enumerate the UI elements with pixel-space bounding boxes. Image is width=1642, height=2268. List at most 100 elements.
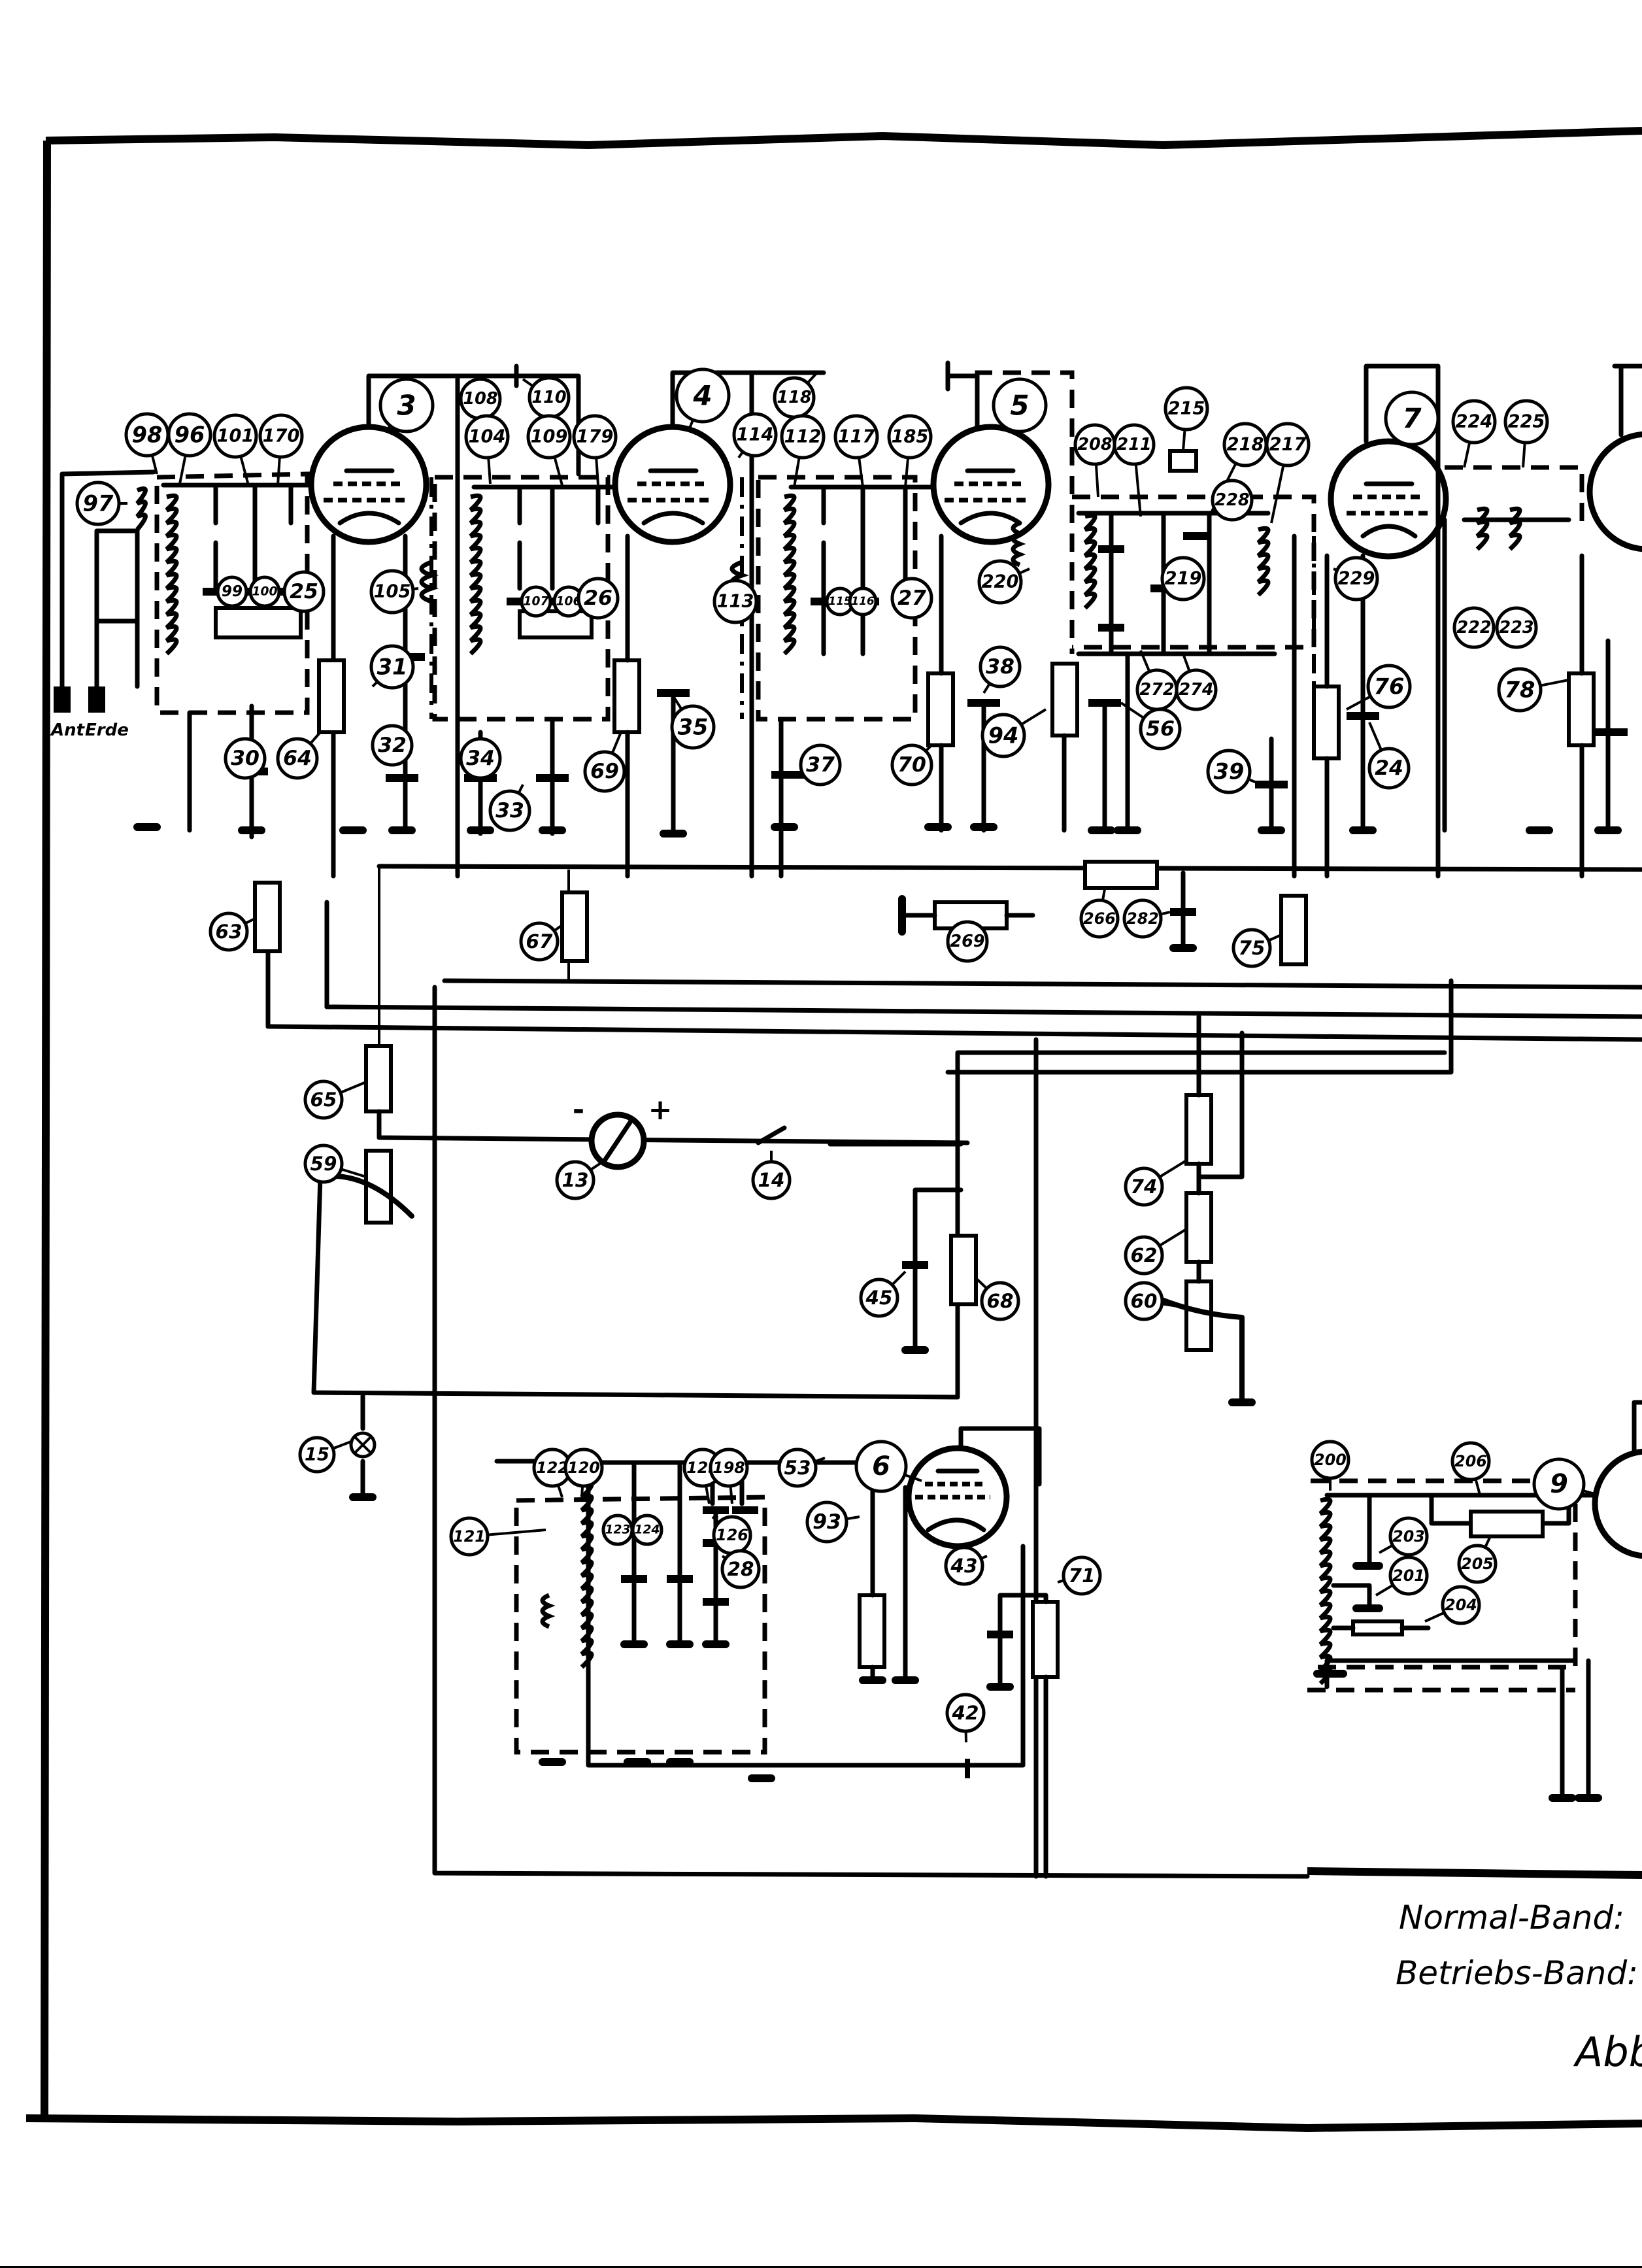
- label-circle: [1079, 898, 1120, 939]
- label-text: 26: [584, 586, 612, 610]
- label-circle: [303, 1079, 344, 1120]
- leader-line: [1368, 722, 1383, 751]
- label-circle: [248, 575, 281, 608]
- component-ref-35: 35: [670, 695, 716, 750]
- label-circle: [1441, 1585, 1481, 1625]
- label-circle: [1450, 1441, 1491, 1481]
- label-text: 105: [374, 582, 411, 602]
- leader-line: [1270, 464, 1285, 524]
- label-text: 116: [851, 595, 875, 608]
- component-ref-170: 170: [258, 413, 304, 486]
- label-text: 6: [872, 1451, 890, 1481]
- label-text: 266: [1083, 909, 1116, 928]
- component-ref-65: 65: [303, 1079, 367, 1120]
- label-text: 24: [1375, 756, 1403, 780]
- label-text: 220: [982, 572, 1019, 592]
- component-ref-37: 37: [799, 743, 842, 787]
- label-text: 204: [1445, 1596, 1477, 1614]
- label-circle: [583, 750, 626, 793]
- resistor-75: [1279, 894, 1308, 966]
- component-ref-109: 109: [526, 414, 572, 486]
- label-circle: [780, 414, 826, 460]
- crystal-215: [1168, 449, 1198, 473]
- label-circle: [945, 1693, 986, 1733]
- stage-input-rf: Ant Erde: [50, 373, 460, 879]
- label-text: 97: [83, 491, 114, 516]
- label-circle: [1211, 479, 1254, 522]
- label-text: 60: [1131, 1290, 1158, 1312]
- component-ref-75: 75: [1232, 928, 1282, 968]
- component-ref-211: 211: [1113, 423, 1156, 517]
- component-ref-113: 113: [712, 579, 758, 624]
- component-ref-208: 208: [1073, 423, 1116, 498]
- label-text: 74: [1131, 1176, 1158, 1198]
- component-ref-39: 39: [1206, 749, 1262, 794]
- leader-line: [1375, 1583, 1394, 1597]
- label-circle: [1139, 707, 1182, 751]
- label-text: 112: [784, 427, 822, 447]
- potentiometer-60[interactable]: [1184, 1279, 1213, 1352]
- component-ref-33: 33: [488, 784, 531, 832]
- component-ref-24: 24: [1367, 722, 1411, 790]
- label-text: 205: [1461, 1555, 1494, 1573]
- resistor-69: [612, 658, 641, 734]
- leader-line: [846, 1515, 860, 1521]
- leader-line: [276, 456, 281, 486]
- component-ref-126: 126: [711, 1515, 752, 1555]
- label-text: 229: [1338, 569, 1375, 589]
- leader-line: [332, 1440, 352, 1450]
- label-text: 118: [777, 388, 811, 407]
- component-ref-224: 224: [1451, 399, 1497, 468]
- label-text: 64: [283, 747, 312, 770]
- label-text: 30: [231, 747, 260, 770]
- label-text: 222: [1456, 618, 1491, 637]
- label-circle: [1367, 747, 1411, 790]
- switch-14[interactable]: [756, 1125, 787, 1145]
- label-text: 198: [712, 1459, 745, 1477]
- component-ref-107: 107: [520, 585, 552, 618]
- label-circle: [1062, 1555, 1102, 1596]
- if-filter: [1011, 449, 1316, 834]
- label-circle: [1164, 386, 1209, 432]
- label-text: 75: [1239, 937, 1265, 959]
- label-circle: [75, 481, 121, 526]
- label-circle: [369, 644, 415, 690]
- meter-plus: +: [648, 1093, 673, 1126]
- earth-terminal[interactable]: [88, 686, 105, 713]
- tube-8-partial: [1586, 364, 1642, 552]
- component-ref-34: 34: [459, 737, 502, 780]
- label-circle: [1124, 1281, 1164, 1321]
- label-text: 124: [634, 1523, 660, 1537]
- component-ref-217: 217: [1265, 422, 1311, 524]
- label-text: 218: [1227, 435, 1264, 455]
- antenna-terminal[interactable]: [54, 686, 71, 713]
- label-circle: [890, 743, 933, 787]
- leader-line: [553, 924, 563, 932]
- label-text: 110: [531, 388, 566, 407]
- label-circle: [1333, 556, 1379, 601]
- component-ref-179: 179: [572, 414, 618, 486]
- label-text: 5: [1010, 390, 1029, 422]
- label-circle: [1175, 668, 1218, 711]
- label-text: 35: [678, 715, 709, 740]
- component-ref-115: 115: [825, 586, 855, 617]
- leader-line: [672, 695, 683, 711]
- leader-line: [1094, 464, 1099, 498]
- label-text: 93: [813, 1510, 841, 1534]
- component-ref-27: 27: [890, 577, 933, 620]
- component-ref-67: 67: [519, 921, 563, 962]
- component-ref-198: 198: [709, 1447, 749, 1504]
- label-circle: [1497, 667, 1543, 713]
- label-text: 122: [536, 1459, 569, 1477]
- label-circle: [859, 1278, 899, 1318]
- leader-line: [814, 1457, 826, 1463]
- label-circle: [298, 1436, 336, 1474]
- label-circle: [167, 412, 212, 458]
- leader-line: [1247, 778, 1262, 786]
- leader-line: [1484, 1536, 1492, 1548]
- label-circle: [303, 1143, 344, 1184]
- antenna-coil: [135, 486, 148, 532]
- label-circle: [1124, 1235, 1164, 1276]
- component-ref-94: 94: [980, 708, 1047, 758]
